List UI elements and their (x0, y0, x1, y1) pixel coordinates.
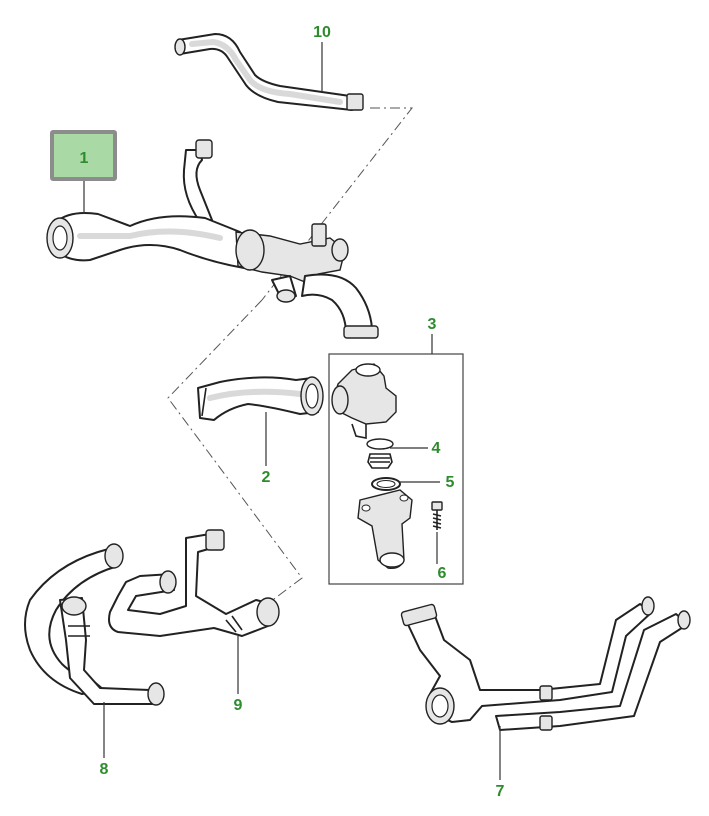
part-6-bolt[interactable] (431, 501, 443, 530)
part-8-hose-assembly[interactable] (24, 543, 165, 706)
part-3-lower-housing[interactable] (357, 489, 413, 570)
callout-9[interactable]: 9 (234, 697, 243, 714)
part-7-hose-assembly[interactable] (400, 596, 691, 731)
part-9-hose-assembly[interactable] (108, 529, 280, 637)
callout-6[interactable]: 6 (438, 565, 447, 582)
callout-7[interactable]: 7 (496, 783, 505, 800)
callout-3[interactable]: 3 (428, 316, 437, 333)
selected-part-highlight (50, 130, 117, 181)
callout-4[interactable]: 4 (432, 440, 441, 457)
part-1-hose-assembly[interactable] (46, 139, 379, 339)
part-5-o-ring[interactable] (371, 477, 401, 491)
part-2-hose[interactable] (197, 376, 324, 421)
part-3-group-box (328, 353, 464, 585)
part-10-hose[interactable] (174, 33, 364, 111)
part-4-seal[interactable] (366, 438, 394, 469)
part-3-thermostat-housing[interactable] (331, 363, 397, 439)
callout-5[interactable]: 5 (446, 474, 455, 491)
callout-1[interactable]: 1 (80, 150, 89, 167)
callout-8[interactable]: 8 (100, 761, 109, 778)
callout-2[interactable]: 2 (262, 469, 271, 486)
assembly-line-left (167, 299, 303, 609)
callout-10[interactable]: 10 (313, 24, 331, 41)
